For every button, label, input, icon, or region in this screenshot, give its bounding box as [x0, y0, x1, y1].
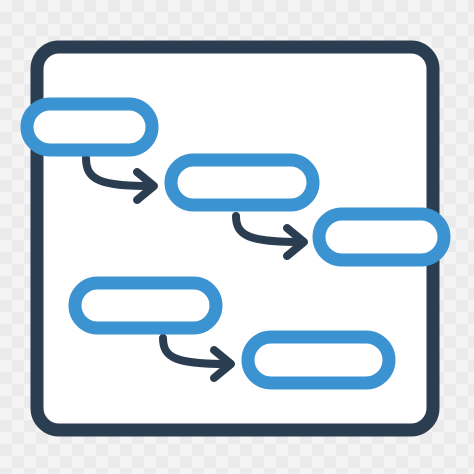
step-box: [20, 97, 159, 157]
step-box: [241, 330, 396, 390]
step-box: [312, 207, 451, 267]
arrow-head-icon: [210, 346, 235, 382]
step-box: [68, 276, 223, 335]
arrow-head-icon: [283, 224, 308, 260]
arrow-icon: [159, 334, 231, 368]
arrow-head-icon: [133, 168, 158, 204]
step-box: [164, 153, 320, 212]
arrow-icon: [232, 212, 304, 246]
arrow-icon: [82, 154, 154, 190]
